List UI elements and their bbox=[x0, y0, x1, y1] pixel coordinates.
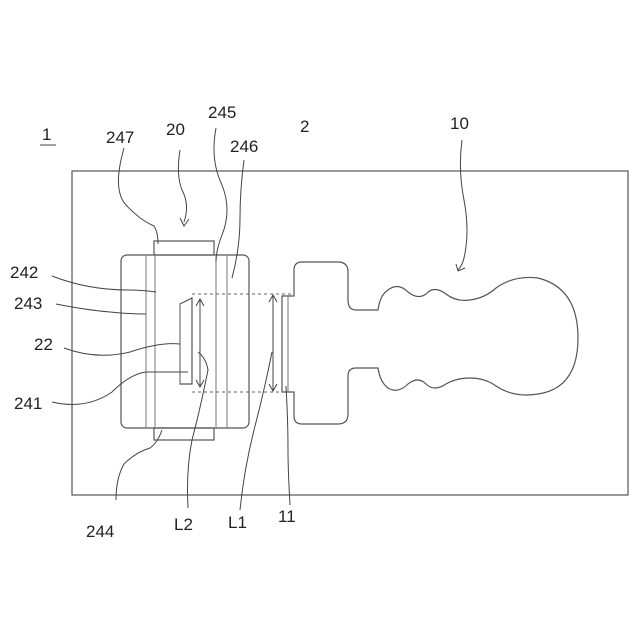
leader-247 bbox=[118, 148, 158, 244]
label-241: 241 bbox=[14, 394, 42, 413]
label-20: 20 bbox=[166, 120, 185, 139]
label-22: 22 bbox=[34, 335, 53, 354]
leader-l2 bbox=[188, 352, 209, 508]
connector-top-tab bbox=[154, 241, 214, 255]
label-247: 247 bbox=[106, 128, 134, 147]
connector-body bbox=[121, 255, 249, 428]
label-246: 246 bbox=[230, 137, 258, 156]
leader-245 bbox=[214, 128, 227, 262]
connector-bottom-tab bbox=[154, 428, 214, 440]
leader-243 bbox=[56, 304, 146, 314]
leader-246 bbox=[232, 160, 244, 278]
label-1: 1 bbox=[42, 125, 51, 144]
label-245: 245 bbox=[208, 103, 236, 122]
leader-20 bbox=[178, 150, 186, 222]
label-l1: L1 bbox=[228, 513, 247, 532]
leader-22 bbox=[64, 344, 180, 356]
leader-11 bbox=[286, 386, 290, 505]
label-243: 243 bbox=[14, 294, 42, 313]
label-11: 11 bbox=[278, 507, 296, 526]
label-242: 242 bbox=[10, 263, 38, 282]
leader-10 bbox=[458, 140, 467, 270]
label-244: 244 bbox=[86, 522, 114, 541]
slot bbox=[180, 298, 192, 384]
label-l2: L2 bbox=[174, 515, 193, 534]
label-2: 2 bbox=[300, 117, 309, 136]
leader-242 bbox=[52, 276, 156, 292]
plug-outline bbox=[282, 262, 578, 424]
leader-l1 bbox=[240, 352, 272, 510]
label-10: 10 bbox=[450, 114, 469, 133]
